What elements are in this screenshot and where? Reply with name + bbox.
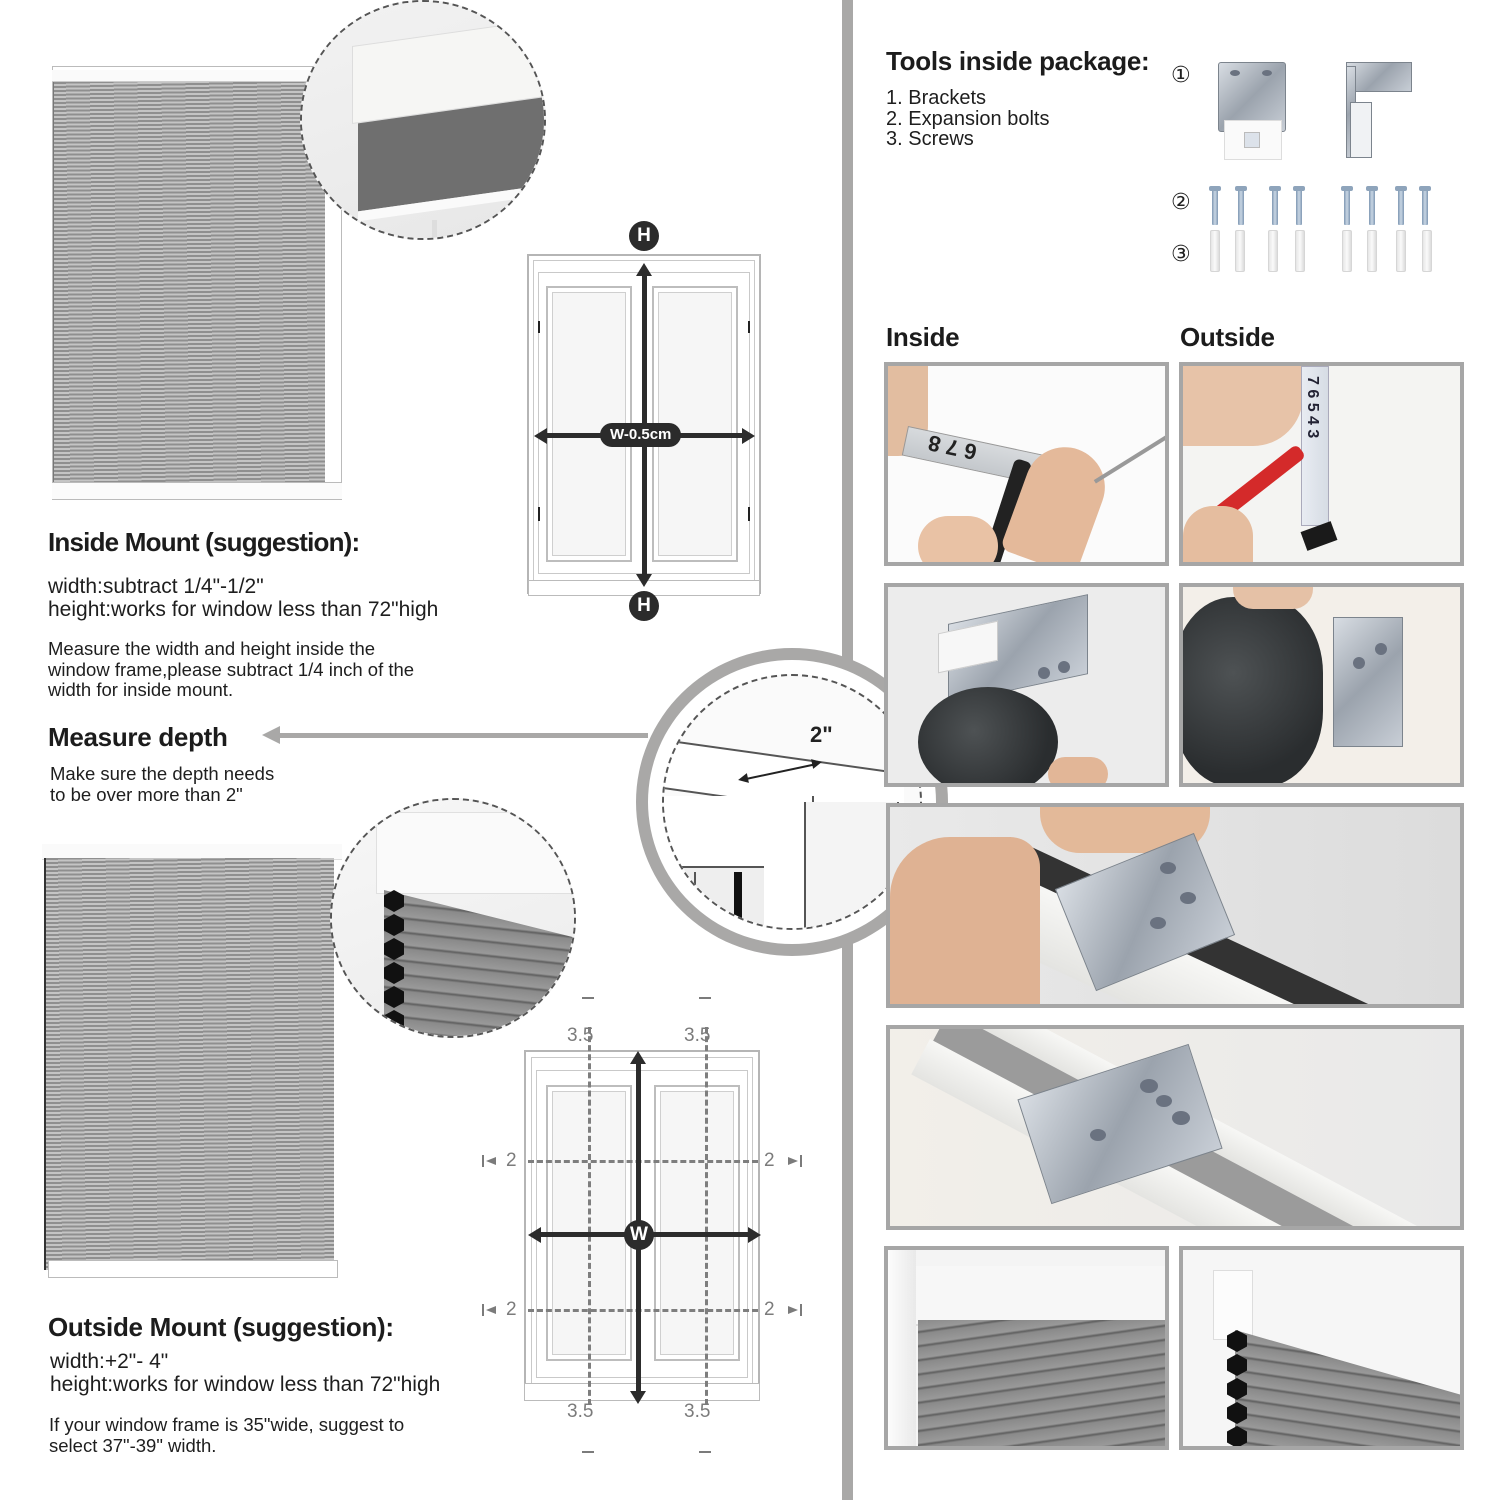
photo-bracket-on-headrail: [886, 1025, 1464, 1230]
dim-bottom-left: 3.5: [567, 1401, 594, 1422]
tools-title: Tools inside package:: [886, 46, 1150, 76]
inside-mount-note: Measure the width and height inside the …: [48, 638, 415, 700]
dim-right-upper: 2: [764, 1150, 775, 1171]
dim-left-upper: 2: [506, 1150, 517, 1171]
headrail-zoom-circle: [300, 0, 546, 240]
window-pane-left: [546, 286, 632, 562]
measure-depth-note: Make sure the depth needs to be over mor…: [50, 763, 275, 805]
inside-label: Inside: [886, 322, 960, 352]
cellular-shade-fabric: [53, 82, 325, 482]
tools-marker-3: ③: [1171, 241, 1191, 266]
outside-mount-blind-illustration: [42, 840, 352, 1280]
tools-item-expansion-bolts: 2. Expansion bolts: [886, 108, 1050, 130]
bracket-side-image: [1342, 62, 1422, 162]
dim-right-lower: 2: [764, 1299, 775, 1320]
inside-mount-window-diagram: H H W-0.5cm: [524, 220, 764, 621]
depth-pointer-arrow: [278, 733, 648, 738]
dim-left-lower: 2: [506, 1299, 517, 1320]
cellular-shade-fabric: [44, 858, 334, 1270]
inside-mount-title: Inside Mount (suggestion):: [48, 527, 360, 557]
width-badge: W-0.5cm: [600, 423, 682, 447]
window-pane-right: [654, 1085, 740, 1361]
photo-drilling-bracket-ceiling: [884, 583, 1169, 787]
height-badge-top: H: [629, 221, 659, 251]
photo-drilling-bracket-wall: [1179, 583, 1464, 787]
dim-top-right: 3.5: [684, 1025, 711, 1046]
dim-bottom-right: 3.5: [684, 1401, 711, 1422]
tools-item-screws: 3. Screws: [886, 128, 974, 150]
screw-anchors-image: [1210, 230, 1434, 276]
tools-marker-2: ②: [1171, 189, 1191, 214]
inside-mount-height-line: height:works for window less than 72"hig…: [48, 598, 439, 621]
photo-outside-mounted-shade: [1179, 1246, 1464, 1450]
outside-mount-window-diagram: W 3.5 3.5 3.5 3.5 2 2 2 2: [478, 995, 808, 1455]
height-badge-bottom: H: [629, 591, 659, 621]
inside-mount-blind-illustration: [52, 66, 342, 506]
cell-profile-zoom-circle: [330, 798, 576, 1038]
outside-mount-note: If your window frame is 35"wide, suggest…: [49, 1414, 405, 1456]
dim-top-left: 3.5: [567, 1025, 594, 1046]
inside-mount-width-line: width:subtract 1/4"-1/2": [48, 575, 264, 598]
width-badge: W: [624, 1220, 654, 1250]
photo-clipping-headrail-hand: [886, 803, 1464, 1008]
measure-depth-title: Measure depth: [48, 722, 228, 752]
photo-inside-measuring: 6 7 8: [884, 362, 1169, 566]
outside-mount-height-line: height:works for window less than 72"hig…: [50, 1373, 441, 1396]
outside-mount-title: Outside Mount (suggestion):: [48, 1312, 394, 1342]
photo-inside-mounted-shade: [884, 1246, 1169, 1450]
outside-label: Outside: [1180, 322, 1275, 352]
bracket-front-image: [1214, 62, 1290, 162]
expansion-bolts-image: [1209, 186, 1431, 226]
outside-mount-width-line: width:+2"- 4": [50, 1350, 169, 1373]
photo-outside-measuring: 7 6 5 4 3: [1179, 362, 1464, 566]
tools-item-brackets: 1. Brackets: [886, 87, 987, 109]
depth-2in-label: 2": [810, 722, 833, 747]
tools-marker-1: ①: [1171, 62, 1191, 87]
